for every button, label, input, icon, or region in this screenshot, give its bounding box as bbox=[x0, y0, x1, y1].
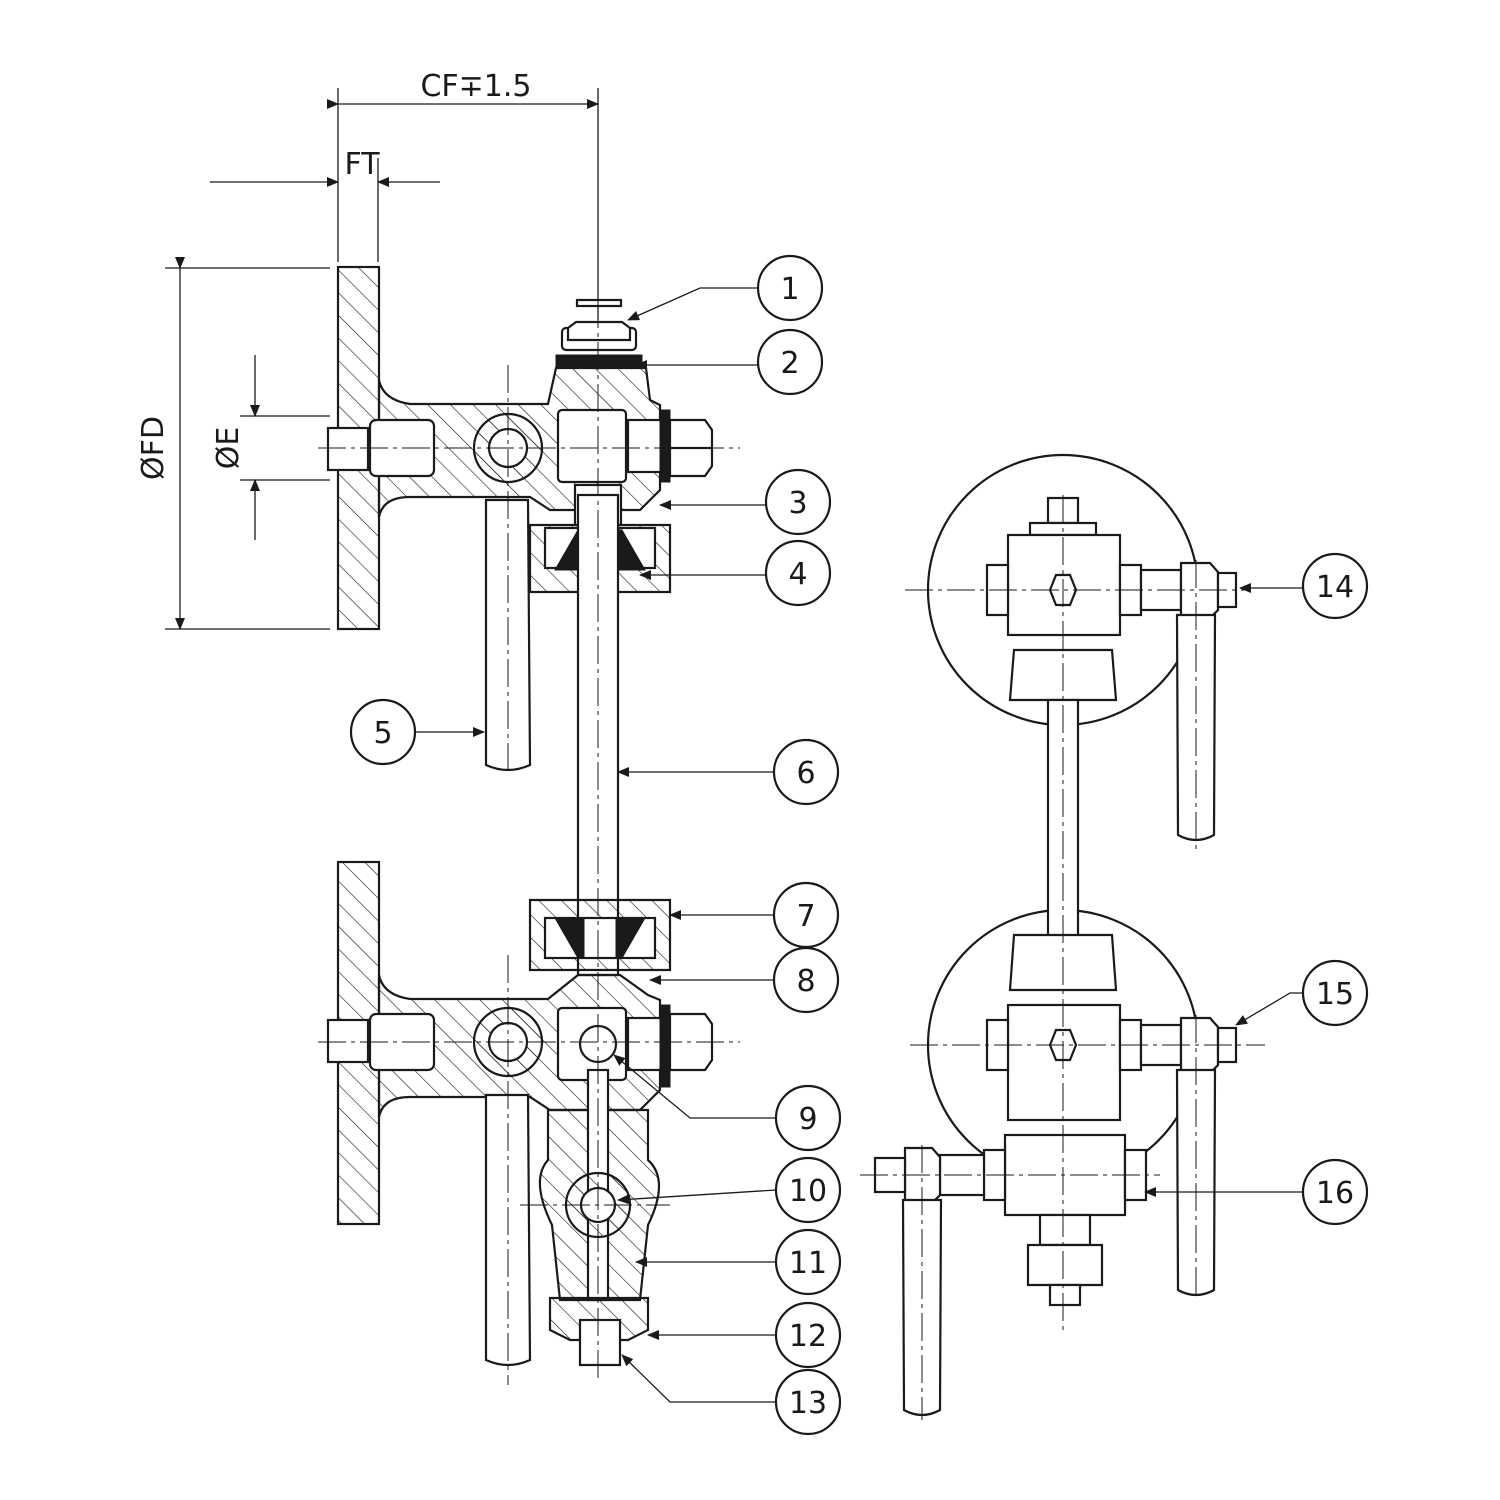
balloon-16-label: 16 bbox=[1316, 1176, 1354, 1211]
balloon-7-label: 7 bbox=[796, 899, 815, 934]
balloon-16: 16 bbox=[1301, 1158, 1369, 1226]
balloon-4-label: 4 bbox=[788, 557, 807, 592]
balloon-5: 5 bbox=[349, 698, 417, 766]
balloon-10-label: 10 bbox=[789, 1174, 827, 1209]
balloon-3-label: 3 bbox=[788, 486, 807, 521]
balloon-13: 13 bbox=[774, 1368, 842, 1436]
balloon-1-label: 1 bbox=[780, 272, 799, 307]
balloon-6-label: 6 bbox=[796, 756, 815, 791]
balloon-3: 3 bbox=[764, 468, 832, 536]
balloon-8-label: 8 bbox=[796, 964, 815, 999]
balloon-2-label: 2 bbox=[780, 346, 799, 381]
balloon-12-label: 12 bbox=[789, 1319, 827, 1354]
side-elevation-view bbox=[860, 453, 1265, 1420]
dimension-lines bbox=[165, 88, 599, 630]
balloon-12: 12 bbox=[774, 1301, 842, 1369]
dimension-e-label: ØE bbox=[211, 427, 246, 470]
leader-lines bbox=[415, 287, 1303, 1403]
balloon-2: 2 bbox=[756, 328, 824, 396]
balloon-14: 14 bbox=[1301, 552, 1369, 620]
balloon-11: 11 bbox=[774, 1228, 842, 1296]
balloon-13-label: 13 bbox=[789, 1386, 827, 1421]
balloon-9: 9 bbox=[774, 1084, 842, 1152]
lower-valve-section bbox=[326, 860, 714, 1367]
balloon-4: 4 bbox=[764, 539, 832, 607]
balloon-14-label: 14 bbox=[1316, 570, 1354, 605]
balloon-7: 7 bbox=[772, 881, 840, 949]
balloon-10: 10 bbox=[774, 1156, 842, 1224]
balloon-8: 8 bbox=[772, 946, 840, 1014]
dimension-fd-label: ØFD bbox=[136, 416, 171, 480]
balloon-6: 6 bbox=[772, 738, 840, 806]
dimension-cf-label: CF∓1.5 bbox=[420, 69, 531, 104]
centerlines-left bbox=[318, 300, 740, 1385]
balloon-11-label: 11 bbox=[789, 1246, 827, 1281]
balloon-9-label: 9 bbox=[798, 1102, 817, 1137]
balloon-5-label: 5 bbox=[373, 716, 392, 751]
dimension-ft-label: FT bbox=[344, 147, 380, 182]
balloon-15-label: 15 bbox=[1316, 977, 1354, 1012]
balloon-15: 15 bbox=[1301, 959, 1369, 1027]
balloon-1: 1 bbox=[756, 254, 824, 322]
